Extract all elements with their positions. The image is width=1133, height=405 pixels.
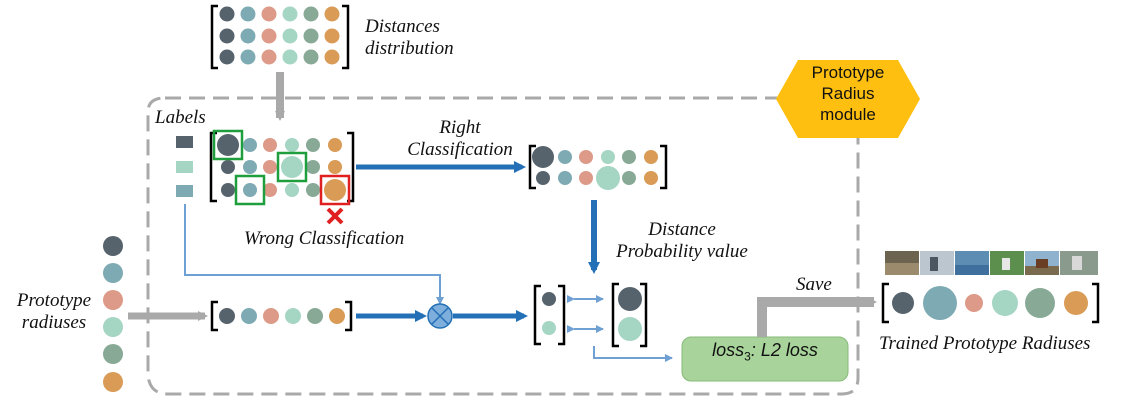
right-matrix bbox=[528, 144, 668, 190]
correct-box bbox=[212, 129, 244, 161]
arrow-save bbox=[757, 297, 877, 337]
arrow-to-loss bbox=[593, 346, 673, 362]
prototype-radiuses-column bbox=[103, 236, 123, 392]
wrong-x-icon bbox=[326, 207, 344, 225]
module-hexagon bbox=[776, 60, 920, 138]
correct-box bbox=[276, 151, 308, 183]
prototype-radiuses-label: Prototype radiuses bbox=[16, 290, 92, 333]
trained-radiuses-label: Trained Prototype Radiuses bbox=[879, 333, 1091, 354]
sample-thumbnails bbox=[885, 251, 1098, 275]
right-classification-label: Right Classification bbox=[407, 117, 513, 160]
distances-matrix bbox=[210, 4, 350, 70]
wrong-classification-label: Wrong Classification bbox=[244, 228, 405, 249]
classification-matrix bbox=[209, 129, 355, 206]
labels-title: Labels bbox=[155, 107, 206, 128]
radius-row-matrix bbox=[210, 300, 353, 332]
correct-box bbox=[234, 174, 266, 206]
pair-compare-arrows bbox=[567, 295, 604, 333]
arrow-labels-to-multiply bbox=[184, 204, 444, 305]
save-label: Save bbox=[796, 274, 832, 295]
distances-label: Distances distribution bbox=[365, 16, 454, 59]
module-title: Prototype Radius module bbox=[811, 63, 885, 124]
trained-radiuses-matrix bbox=[881, 282, 1100, 324]
target-pair bbox=[611, 282, 648, 348]
module-border bbox=[146, 96, 860, 396]
predicted-pair bbox=[533, 284, 566, 346]
multiply-icon bbox=[427, 303, 453, 329]
loss-label: loss3: L2 loss bbox=[712, 340, 818, 364]
label-squares bbox=[176, 136, 193, 197]
distance-probability-label: Distance Probability value bbox=[616, 219, 748, 262]
wrong-box bbox=[319, 174, 351, 206]
